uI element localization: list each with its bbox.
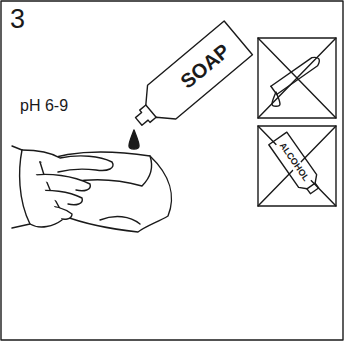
- hand-with-cloth: [12, 146, 171, 232]
- soap-drop: [129, 130, 139, 149]
- soap-bottle: [125, 21, 253, 138]
- step-number: 3: [10, 6, 25, 33]
- ph-range: pH 6-9: [20, 98, 68, 114]
- forbidden-alcohol-box: [258, 126, 336, 206]
- forbidden-tool-box: [258, 38, 336, 118]
